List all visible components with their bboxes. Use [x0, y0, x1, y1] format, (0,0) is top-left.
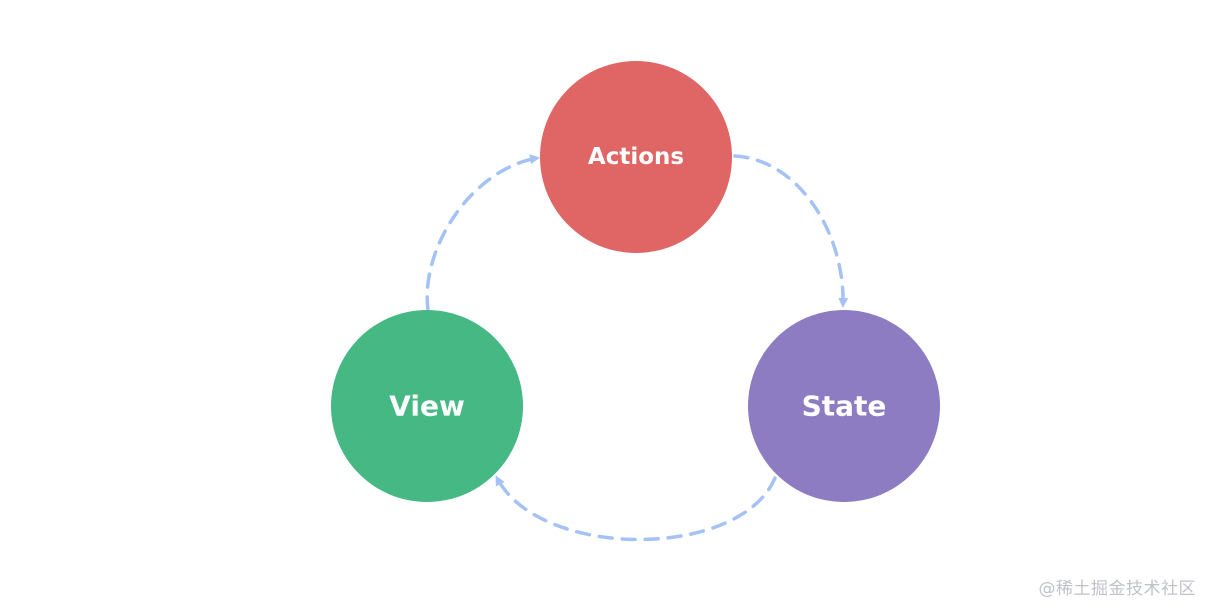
node-view: View — [331, 310, 523, 502]
state-label: State — [802, 390, 887, 423]
edge-state-to-view — [495, 475, 777, 542]
view-label: View — [389, 390, 465, 423]
view-circle — [331, 310, 523, 502]
edge-actions-to-state — [733, 154, 849, 308]
edge-view-to-actions — [425, 154, 540, 312]
state-circle — [748, 310, 940, 502]
node-state: State — [748, 310, 940, 502]
actions-label: Actions — [588, 144, 684, 170]
node-actions: Actions — [540, 61, 732, 253]
actions-circle — [540, 61, 732, 253]
watermark: @稀土掘金技术社区 — [1038, 579, 1196, 599]
